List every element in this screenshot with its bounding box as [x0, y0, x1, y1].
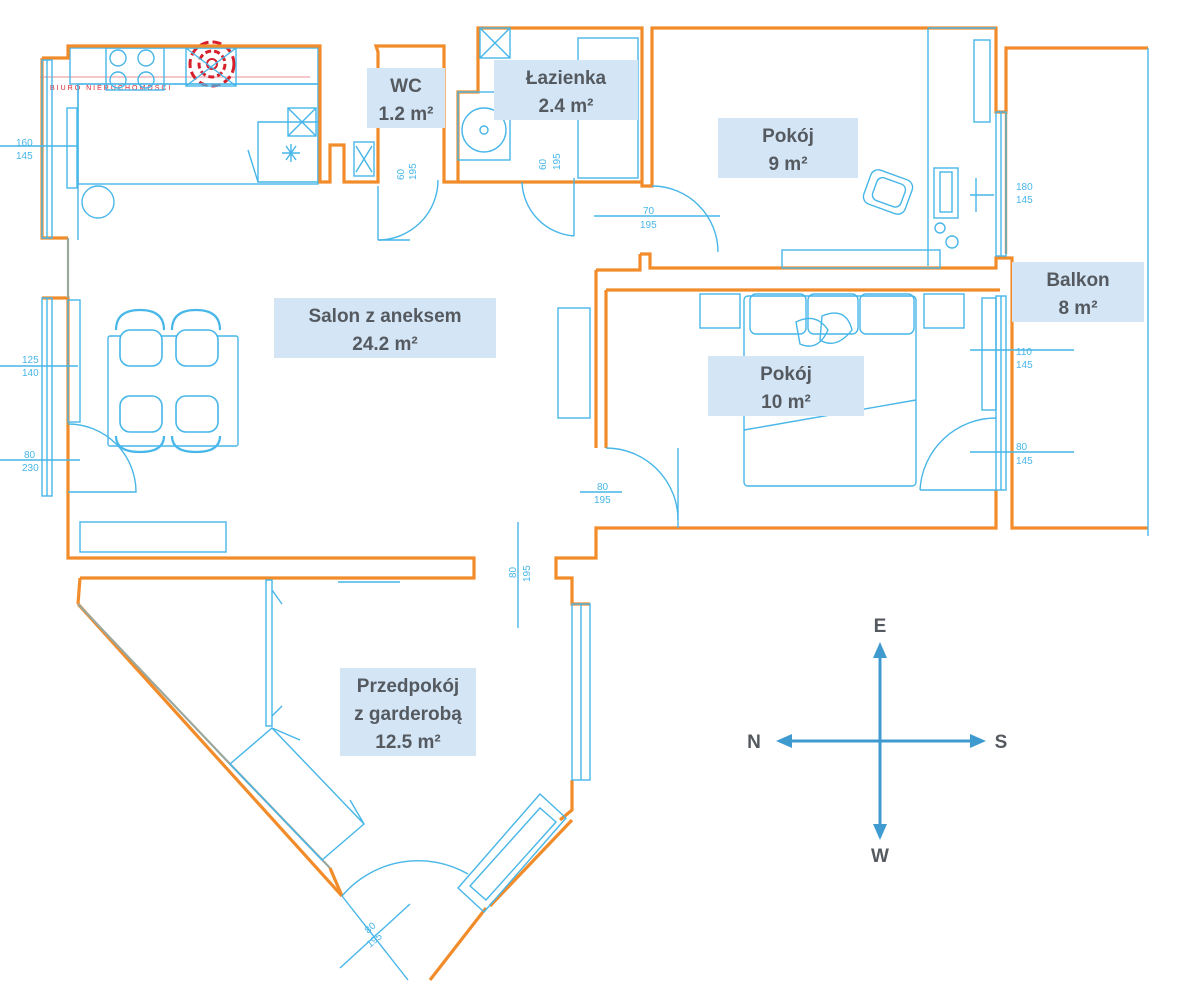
dim-height: 145: [1016, 456, 1033, 467]
balcony-outline: [927, 27, 1149, 536]
room-label-balkon: Balkon 8 m²: [1012, 262, 1144, 322]
room-name: Pokój: [762, 126, 814, 147]
salon-fixtures: [0, 145, 622, 628]
arrow-right-icon: [970, 734, 986, 748]
dim-height: 140: [22, 368, 39, 379]
room-label-przedpokoj: Przedpokój z garderobą 12.5 m²: [340, 668, 476, 756]
arrow-left-icon: [776, 734, 792, 748]
room-area: 9 m²: [768, 154, 807, 175]
room-area: 10 m²: [761, 392, 811, 413]
dim-width: 160: [16, 138, 33, 149]
room-name: Łazienka: [526, 68, 607, 89]
room-name: Pokój: [760, 364, 812, 385]
dim-height: 195: [408, 163, 419, 180]
arrow-down-icon: [873, 824, 887, 840]
room-name: Salon z aneksem: [308, 306, 461, 327]
dim-height: 195: [594, 495, 611, 506]
room-area: 1.2 m²: [379, 104, 434, 125]
hall-fixtures: [228, 579, 567, 981]
room-area: 24.2 m²: [352, 334, 417, 355]
room-label-pokoj-large: Pokój 10 m²: [708, 356, 864, 416]
dim-width: 125: [22, 355, 39, 366]
lazienka-fixtures: [457, 27, 639, 237]
dim-height: 145: [16, 151, 33, 162]
dim-height: 145: [1016, 360, 1033, 371]
room-label-lazienka: Łazienka 2.4 m²: [494, 60, 638, 120]
compass-east: E: [874, 616, 887, 637]
dim-width: 80: [508, 566, 519, 578]
dim-width: 180: [1016, 182, 1033, 193]
room-area: 12.5 m²: [375, 732, 440, 753]
dim-height: 195: [522, 565, 533, 582]
dim-width: 80: [597, 482, 609, 493]
compass: E W N S: [747, 616, 1007, 867]
dim-width: 70: [643, 206, 655, 217]
wc-fixtures: [353, 141, 439, 241]
dim-width: 60: [396, 168, 407, 180]
room-name: Balkon: [1046, 270, 1109, 291]
compass-north: N: [747, 732, 761, 753]
room-label-salon: Salon z aneksem 24.2 m²: [274, 298, 496, 358]
dim-width: 60: [538, 158, 549, 170]
room-name-line2: z garderobą: [354, 704, 462, 725]
arrow-up-icon: [873, 642, 887, 658]
dim-height: 230: [22, 463, 39, 474]
dim-height: 145: [1016, 195, 1033, 206]
dim-height: 195: [552, 153, 563, 170]
room-area: 8 m²: [1058, 298, 1097, 319]
dimension-labels: 160 145 125 140 80 230 60 195 60 195 70 …: [16, 138, 1033, 950]
room-name: Przedpokój: [357, 676, 459, 697]
dim-width: 80: [24, 450, 36, 461]
dim-width: 80: [1016, 442, 1028, 453]
compass-south: S: [995, 732, 1008, 753]
room-name: WC: [390, 76, 422, 97]
dim-width: 110: [1016, 347, 1032, 358]
dim-height: 195: [640, 220, 657, 231]
room-label-wc: WC 1.2 m²: [367, 68, 445, 128]
logo-text: BIURO NIERUCHOMOŚCI: [50, 83, 172, 92]
pokoj-small-fixtures: [594, 39, 994, 269]
room-area: 2.4 m²: [539, 96, 594, 117]
room-label-pokoj-small: Pokój 9 m²: [718, 118, 858, 178]
kitchen-fixtures: [66, 47, 319, 240]
compass-west: W: [871, 846, 889, 867]
